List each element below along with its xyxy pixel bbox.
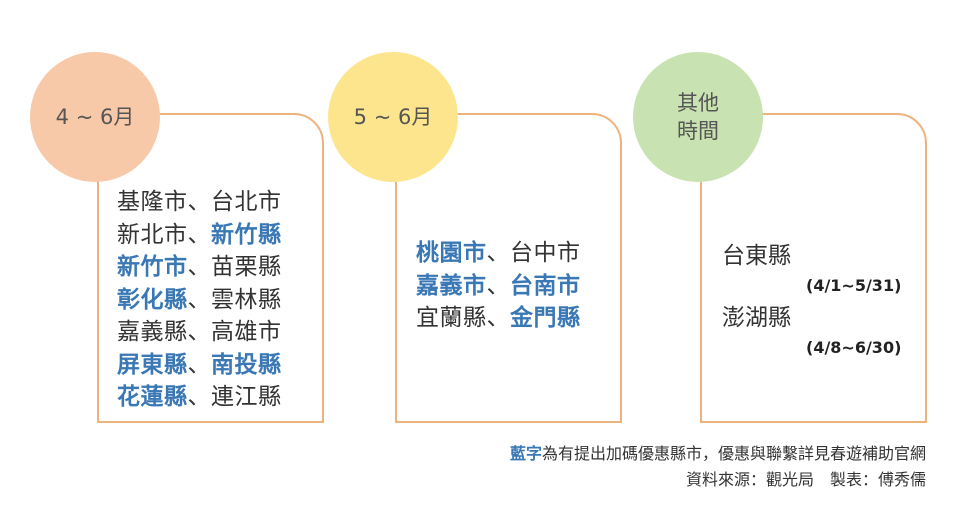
- county-name-highlight: 金門縣: [510, 305, 581, 331]
- county-name: 台中市: [510, 240, 581, 266]
- period-label-other-line2: 時間: [677, 119, 719, 143]
- highlight-key: 藍字: [509, 444, 542, 463]
- county-name-highlight: 屏東縣: [117, 351, 188, 378]
- county-name: 澎湖縣: [722, 305, 791, 331]
- county-name: 苗栗縣: [211, 254, 282, 280]
- footnote-highlight: 藍字為有提出加碼優惠縣市，優惠與聯繫詳見春遊補助官網: [510, 440, 926, 464]
- period-circle-may-jun: 5 ~ 6月: [328, 52, 458, 182]
- county-name: 連江縣: [211, 384, 282, 410]
- source-credit: 資料來源：觀光局 製表：傅秀儒: [685, 470, 926, 489]
- county-row: 花蓮縣、連江縣: [117, 384, 282, 410]
- county-name: 高雄市: [211, 319, 282, 345]
- period-circle-apr-jun: 4 ~ 6月: [30, 52, 160, 182]
- county-row: 宜蘭縣、金門縣: [416, 305, 581, 331]
- highlight-explanation: 為有提出加碼優惠縣市，優惠與聯繫詳見春遊補助官網: [541, 444, 926, 463]
- county-row: 基隆市、台北市: [117, 189, 282, 215]
- county-name-highlight: 新竹市: [117, 254, 188, 280]
- county-name-highlight: 新竹縣: [211, 221, 282, 248]
- date-range: (4/1~5/31): [806, 276, 902, 295]
- period-label-other-line1: 其他: [677, 91, 719, 115]
- county-entry-penghu: 澎湖縣 (4/8~6/30): [722, 298, 901, 357]
- period-label-apr-jun: 4 ~ 6月: [55, 105, 135, 129]
- county-name-highlight: 彰化縣: [117, 286, 188, 313]
- county-name: 台北市: [211, 189, 282, 215]
- county-name: 雲林縣: [211, 286, 282, 313]
- county-name: 宜蘭縣: [416, 305, 487, 331]
- county-name-highlight: 南投縣: [211, 351, 282, 378]
- county-name-highlight: 花蓮縣: [117, 384, 188, 410]
- county-name-highlight: 嘉義市: [416, 272, 487, 299]
- county-row: 新北市、新竹縣: [117, 221, 282, 248]
- county-name: 台東縣: [722, 243, 791, 269]
- date-range: (4/8~6/30): [806, 338, 902, 357]
- county-row: 屏東縣、南投縣: [117, 351, 282, 378]
- footnote-source: 資料來源：觀光局 製表：傅秀儒: [686, 466, 926, 490]
- county-entry-taitung: 台東縣 (4/1~5/31): [722, 236, 901, 295]
- period-label-may-jun: 5 ~ 6月: [353, 105, 433, 129]
- county-row: 嘉義市、台南市: [416, 272, 581, 299]
- county-row: 嘉義縣、高雄市: [117, 319, 282, 345]
- county-name: 新北市: [117, 221, 188, 248]
- county-list-apr-jun: 基隆市、台北市 新北市、新竹縣 新竹市、苗栗縣 彰化縣、雲林縣 嘉義縣、高雄市 …: [117, 186, 282, 414]
- county-row: 桃園市、台中市: [416, 240, 581, 266]
- county-name: 基隆市: [117, 189, 188, 215]
- county-row: 新竹市、苗栗縣: [117, 254, 282, 280]
- county-name: 嘉義縣: [117, 319, 188, 345]
- period-circle-other: 其他 時間: [633, 52, 763, 182]
- county-list-may-jun: 桃園市、台中市 嘉義市、台南市 宜蘭縣、金門縣: [416, 237, 581, 335]
- county-name-highlight: 台南市: [510, 272, 581, 299]
- county-name-highlight: 桃園市: [416, 240, 487, 266]
- county-row: 彰化縣、雲林縣: [117, 286, 282, 313]
